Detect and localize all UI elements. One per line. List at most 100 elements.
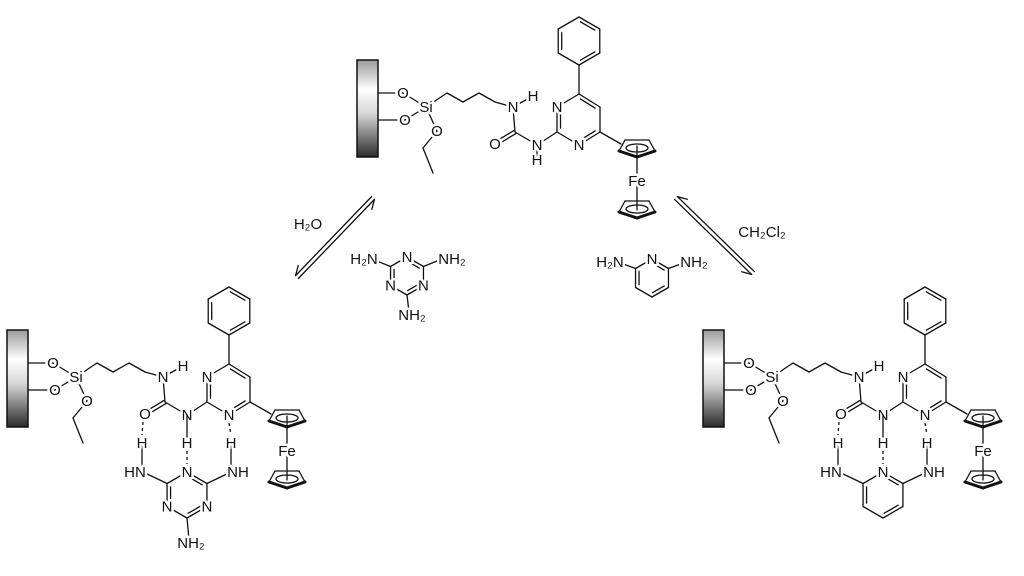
arrowhead [741, 271, 753, 276]
cyclopentadienyl-ring-upper [617, 139, 657, 159]
guest-ring-bond [186, 471, 208, 485]
bond [556, 131, 580, 146]
bond [840, 371, 860, 378]
nitrogen-label: N [854, 369, 865, 386]
bond [422, 130, 438, 149]
double-bond [493, 129, 515, 144]
silica-surface [6, 329, 29, 428]
bond [164, 401, 188, 416]
cp-front-edge [981, 480, 1003, 490]
double-bond-line [407, 260, 420, 269]
oxygen-label: O [139, 406, 151, 423]
double-bond-line [229, 400, 246, 411]
phenyl-bond [228, 286, 251, 300]
oxygen-label: O [399, 112, 411, 129]
bond [578, 93, 601, 108]
bond [651, 258, 670, 270]
cyclopentadienyl-ring-upper [267, 409, 307, 429]
bond [425, 92, 448, 108]
double-bond [839, 399, 861, 414]
double-bond-line [925, 321, 942, 331]
iron-label: Fe [278, 443, 296, 460]
equilibrium-arrow-right [673, 195, 756, 276]
bond [994, 470, 1002, 483]
guest-ring-bond [862, 505, 884, 519]
double-bond-line [883, 476, 899, 486]
guest-ring-bond [166, 505, 188, 519]
bond [186, 517, 190, 541]
bond [128, 362, 146, 373]
iron-label: Fe [628, 173, 646, 190]
bond [72, 417, 84, 444]
phenyl-bond [228, 322, 251, 336]
bond [964, 470, 972, 483]
bond [268, 409, 276, 422]
bond [964, 409, 972, 422]
double-bond-line [652, 262, 665, 271]
cp-aromatic-circle [275, 474, 299, 484]
hydrogen-bond [228, 422, 232, 436]
bond [268, 470, 276, 483]
double-bond-line [925, 368, 942, 379]
cyclopentadienyl-ring-upper [963, 409, 1003, 429]
bond [75, 362, 98, 378]
bond [162, 376, 166, 403]
bond [206, 471, 232, 485]
cp-front-edge [285, 419, 307, 429]
guest-ring-bond [882, 505, 904, 519]
nitrogen-label: N [552, 99, 563, 116]
oxygen-label: O [777, 393, 789, 410]
amine-label: NH₂ [177, 535, 205, 552]
bond [406, 294, 410, 313]
phenyl-bond [578, 52, 601, 66]
cp-front-edge [617, 149, 639, 159]
cp-front-edge [617, 210, 639, 220]
bond [536, 131, 558, 146]
bond [924, 401, 947, 416]
double-bond-line [187, 476, 203, 486]
oxygen-label: O [743, 355, 755, 372]
bond [422, 147, 434, 174]
bond [945, 401, 968, 415]
forward-arrow [294, 195, 373, 277]
bond [748, 362, 773, 378]
bond [249, 401, 272, 415]
nitrogen-label: N [647, 251, 658, 268]
amine-label: NH₂ [680, 254, 708, 271]
nitrogen-label: N [201, 499, 212, 516]
bond [425, 106, 438, 132]
bond [402, 92, 427, 108]
double-bond [841, 402, 863, 417]
oxygen-label: O [47, 355, 59, 372]
guest-ring-bond [186, 505, 208, 519]
bond [556, 93, 580, 108]
condition-dichloromethane: CH₂Cl₂ [738, 224, 786, 241]
bond [578, 131, 601, 146]
guest-ring-bond [882, 471, 904, 485]
cp-front-edge [635, 149, 657, 159]
cyclopentadienyl-ring-lower [267, 470, 307, 490]
arrowhead [371, 198, 376, 210]
bond [750, 376, 773, 391]
phenyl-bond [578, 16, 601, 30]
cp-aromatic-circle [971, 474, 995, 484]
bond [144, 371, 164, 378]
bond [902, 471, 928, 485]
bond [860, 401, 884, 416]
double-bond-line [407, 283, 420, 292]
guest-ring-bond [166, 471, 188, 485]
equilibrium-arrow-left [294, 195, 376, 280]
cp-aromatic-circle [625, 204, 649, 214]
hydrogen-label: H [178, 358, 189, 375]
nitrogen-label: N [878, 464, 889, 481]
cyclopentadienyl-ring-lower [617, 200, 657, 220]
bond [838, 471, 864, 485]
phenyl-bond [207, 322, 230, 336]
silica-surface [702, 329, 725, 428]
bond [422, 258, 443, 268]
bond [902, 401, 926, 416]
bond [462, 92, 480, 103]
oxygen-label: O [431, 123, 443, 140]
